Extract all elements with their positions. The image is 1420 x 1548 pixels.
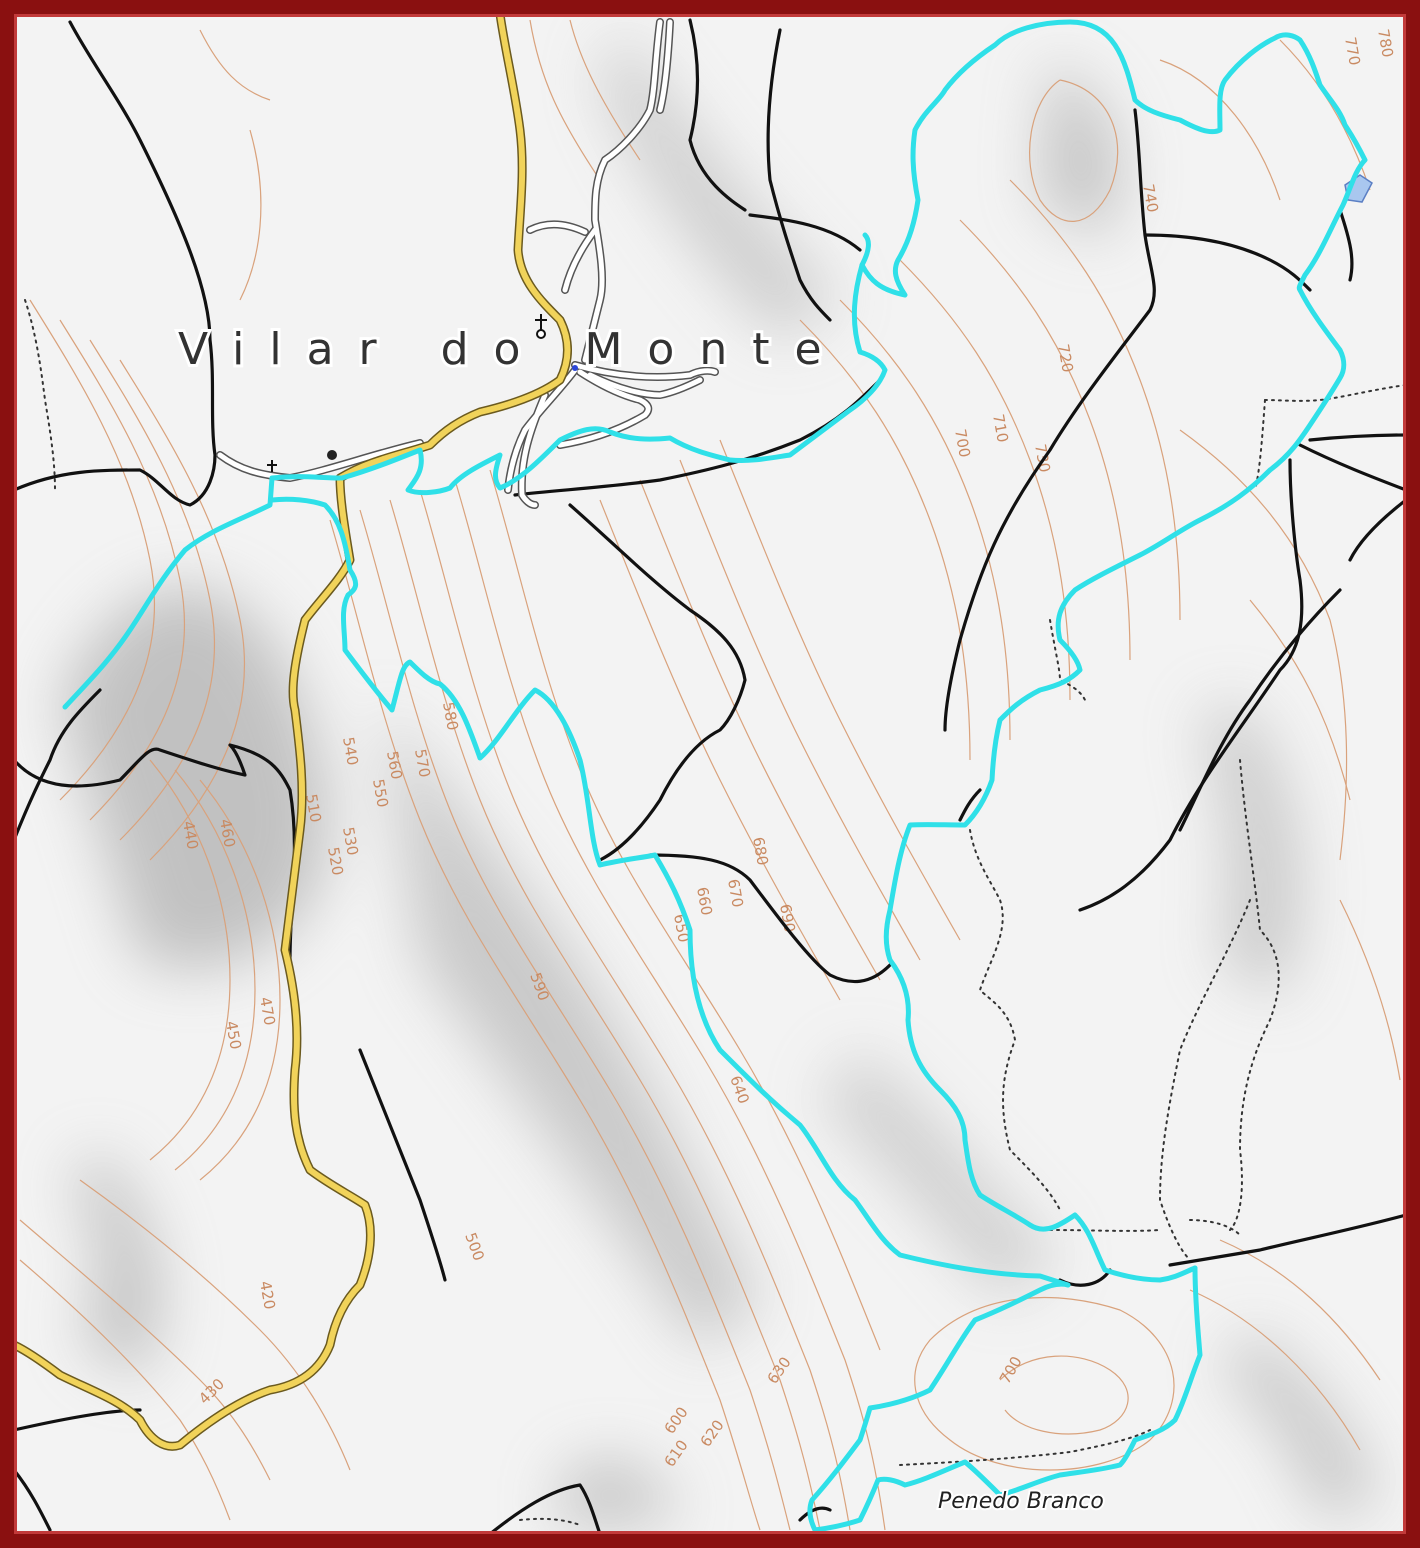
contour-label: 670 <box>724 878 747 909</box>
contour-label: 770 <box>1341 36 1364 67</box>
contour-label: 470 <box>256 996 279 1027</box>
contour-label: 420 <box>256 1280 279 1311</box>
waypoint-marker-icon[interactable] <box>327 450 337 460</box>
contour-label: 530 <box>339 826 362 857</box>
contour-label: 720 <box>1054 343 1077 374</box>
contour-label: 780 <box>1374 28 1397 59</box>
contour-label: 680 <box>749 836 772 867</box>
contour-label: 550 <box>369 778 392 809</box>
contour-label: 520 <box>324 846 347 877</box>
contour-label: 460 <box>216 818 239 849</box>
contour-label: 620 <box>697 1417 728 1451</box>
contour-label: 610 <box>661 1437 692 1471</box>
contour-label: 740 <box>1139 183 1162 214</box>
contour-label: 540 <box>339 736 362 767</box>
contour-label: 440 <box>179 820 202 851</box>
contour-label: 690 <box>776 903 799 934</box>
main-road <box>14 14 572 1451</box>
contour-label: 700 <box>996 1353 1026 1387</box>
church-cross-icon <box>535 314 547 339</box>
church-cross-icon <box>267 460 277 472</box>
contour-label: 560 <box>383 750 406 781</box>
contour-label: 630 <box>764 1354 795 1388</box>
contour-label: 660 <box>693 886 716 917</box>
streams <box>14 18 1406 1534</box>
contour-label: 600 <box>661 1404 692 1438</box>
contour-label: 500 <box>461 1230 488 1263</box>
locality-label: Penedo Branco <box>938 1489 1104 1514</box>
contour-label: 710 <box>989 413 1012 444</box>
contour-label: 700 <box>951 428 974 459</box>
contour-label: 450 <box>222 1020 245 1051</box>
hiking-route[interactable] <box>62 19 1368 1533</box>
contour-label: 580 <box>439 701 462 732</box>
village-label: Vilar do Monte <box>178 324 847 375</box>
contour-label: 570 <box>411 748 434 779</box>
minor-roads <box>216 18 719 509</box>
tracks <box>24 299 1406 1526</box>
waypoint-marker-icon[interactable] <box>572 365 578 371</box>
topographic-map[interactable]: 780 770 740 720 710 730 700 580 540 560 … <box>14 14 1406 1534</box>
contour-label: 510 <box>302 793 325 824</box>
